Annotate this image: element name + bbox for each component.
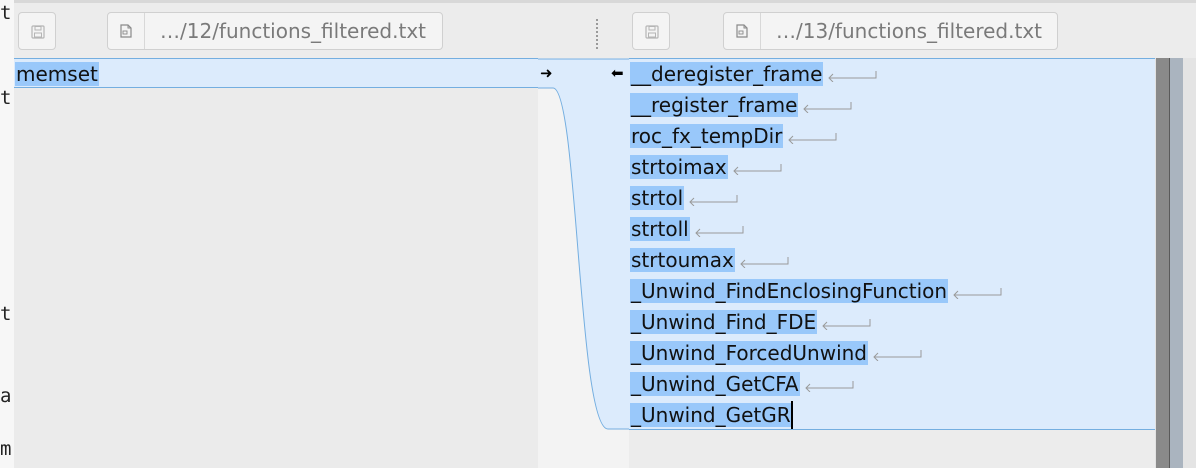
left-line[interactable]: memset (15, 59, 99, 90)
newline-icon (803, 101, 852, 113)
newline-icon (822, 318, 871, 330)
overview-track (1183, 58, 1196, 468)
newline-icon (804, 380, 854, 392)
right-line-text: _Unwind_GetCFA (630, 372, 800, 396)
save-icon (645, 25, 659, 39)
right-line[interactable]: strtoimax (630, 152, 782, 183)
left-file-path-box[interactable]: …/12/functions_filtered.txt (107, 12, 443, 50)
right-line[interactable]: strtoll (630, 214, 744, 245)
right-line[interactable]: strtoumax (630, 245, 789, 276)
right-line-text: strtoumax (630, 248, 735, 272)
right-file-path: …/13/functions_filtered.txt (776, 19, 1043, 43)
push-right-arrow[interactable]: ➜ (540, 64, 553, 82)
right-file-chooser-button[interactable] (724, 13, 761, 49)
left-diff-chunk (14, 58, 538, 88)
terminal-char: m (0, 438, 12, 460)
newline-icon (732, 163, 782, 175)
diff-overview-map[interactable] (1155, 58, 1196, 468)
left-save-button[interactable] (18, 12, 56, 50)
diff-link-curve (538, 58, 629, 430)
left-line-text: memset (15, 62, 99, 86)
right-line-text: __register_frame (630, 93, 799, 117)
newline-icon (788, 132, 837, 144)
document-icon (736, 24, 748, 38)
right-line[interactable]: strtol (630, 183, 738, 214)
terminal-char: a (0, 385, 12, 407)
right-save-button[interactable] (632, 12, 670, 50)
left-file-path: …/12/functions_filtered.txt (160, 19, 427, 43)
right-line[interactable]: _Unwind_FindEnclosingFunction (630, 276, 1002, 307)
terminal-char: t (0, 2, 12, 24)
overview-left-bar[interactable] (1156, 58, 1169, 468)
right-line[interactable]: _Unwind_GetGR (630, 400, 792, 431)
newline-icon (828, 70, 877, 82)
right-line-text: _Unwind_Find_FDE (630, 310, 818, 334)
left-file-chooser-button[interactable] (108, 13, 145, 49)
overview-right-bar[interactable] (1170, 58, 1183, 468)
right-line-text: roc_fx_tempDir (630, 124, 784, 148)
right-line-text: strtoll (630, 217, 690, 241)
link-map-gutter: ➜ ⬅ (538, 58, 629, 468)
push-left-arrow[interactable]: ⬅ (611, 64, 624, 82)
background-terminal-strip: t t t a m (0, 0, 14, 468)
save-icon (31, 25, 45, 39)
pane-separator-handle[interactable] (596, 19, 598, 49)
left-text-pane[interactable]: memset (14, 58, 538, 468)
right-text-pane[interactable]: __deregister_frame __register_frame roc_… (629, 58, 1155, 468)
right-line-text: strtoimax (630, 155, 728, 179)
overview-divider (1169, 58, 1170, 468)
right-line[interactable]: _Unwind_Find_FDE (630, 307, 871, 338)
right-line-text: strtol (630, 186, 685, 210)
newline-icon (953, 287, 1002, 299)
right-line-text: _Unwind_GetGR (630, 403, 792, 427)
right-line[interactable]: __deregister_frame (630, 59, 877, 90)
right-file-path-box[interactable]: …/13/functions_filtered.txt (723, 12, 1058, 50)
right-line[interactable]: _Unwind_ForcedUnwind (630, 338, 922, 369)
terminal-char: t (0, 87, 12, 109)
newline-icon (694, 225, 744, 237)
right-diff-chunk (629, 58, 1155, 430)
right-line[interactable]: roc_fx_tempDir (630, 121, 837, 152)
newline-icon (740, 256, 789, 268)
terminal-char: t (0, 303, 12, 325)
right-line-text: __deregister_frame (630, 62, 824, 86)
right-line[interactable]: _Unwind_GetCFA (630, 369, 854, 400)
newline-icon (689, 194, 738, 206)
right-line[interactable]: __register_frame (630, 90, 852, 121)
right-line-text: _Unwind_ForcedUnwind (630, 341, 869, 365)
newline-icon (873, 349, 922, 361)
right-line-text: _Unwind_FindEnclosingFunction (630, 279, 949, 303)
text-cursor (791, 401, 793, 429)
document-icon (120, 24, 132, 38)
file-header-bar: …/12/functions_filtered.txt …/13/functio… (14, 0, 1196, 58)
